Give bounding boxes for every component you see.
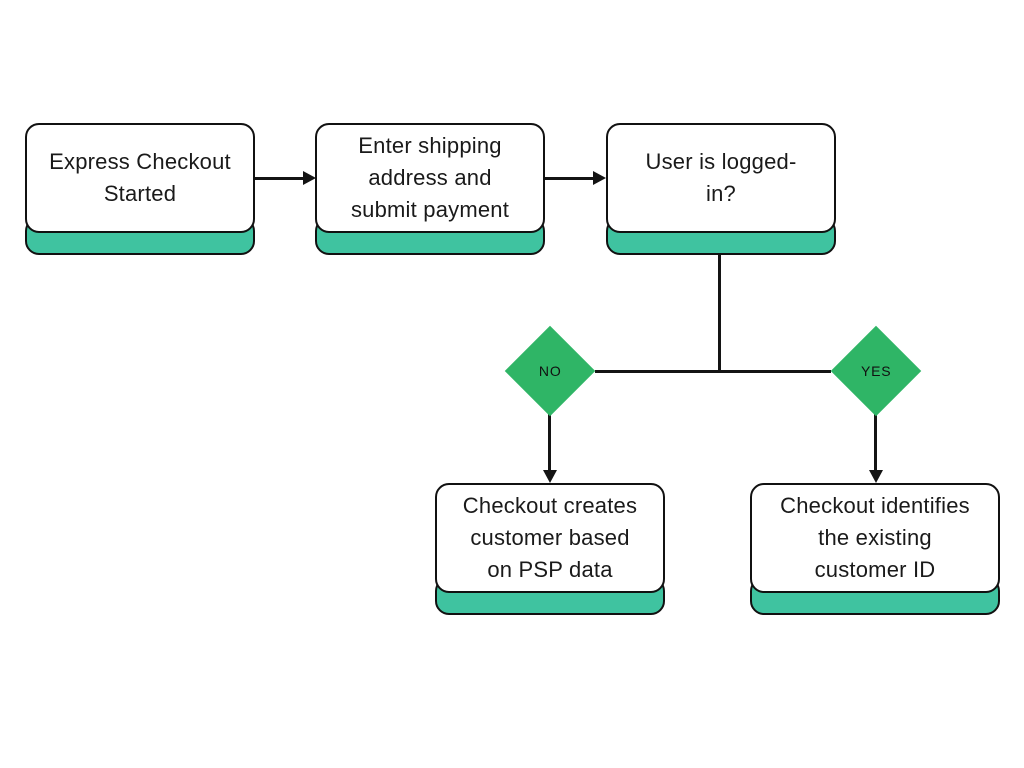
node-label: Checkout creates customer based on PSP d… [462,493,638,582]
connector-branch-horizontal [595,370,831,373]
node-label: Checkout identifies the existing custome… [780,493,970,582]
node-enter-shipping-address: Enter shipping address and submit paymen… [315,123,545,255]
decision-yes-diamond: YES [830,325,922,417]
arrowhead-yes-to-identify [869,470,883,483]
node-face: Checkout identifies the existing custome… [750,483,1000,593]
node-checkout-creates-customer: Checkout creates customer based on PSP d… [435,483,665,615]
node-checkout-identifies-customer: Checkout identifies the existing custome… [750,483,1000,615]
decision-no-label: NO [538,362,562,379]
node-label: User is logged- in? [645,149,797,206]
arrowhead-start-to-shipping [303,171,316,185]
connector-yes-to-identify [874,412,877,472]
connector-start-to-shipping [255,177,305,180]
connector-no-to-create [548,412,551,472]
node-user-logged-in: User is logged- in? [606,123,836,255]
node-face: Express Checkout Started [25,123,255,233]
node-label: Enter shipping address and submit paymen… [350,133,510,222]
arrowhead-no-to-create [543,470,557,483]
node-face: Checkout creates customer based on PSP d… [435,483,665,593]
node-label: Express Checkout Started [49,149,231,206]
node-face: Enter shipping address and submit paymen… [315,123,545,233]
decision-no-diamond: NO [504,325,596,417]
connector-loggedin-down [718,254,721,372]
node-express-checkout-started: Express Checkout Started [25,123,255,255]
arrowhead-shipping-to-loggedin [593,171,606,185]
connector-shipping-to-loggedin [545,177,595,180]
node-face: User is logged- in? [606,123,836,233]
decision-yes-label: YES [860,362,892,379]
